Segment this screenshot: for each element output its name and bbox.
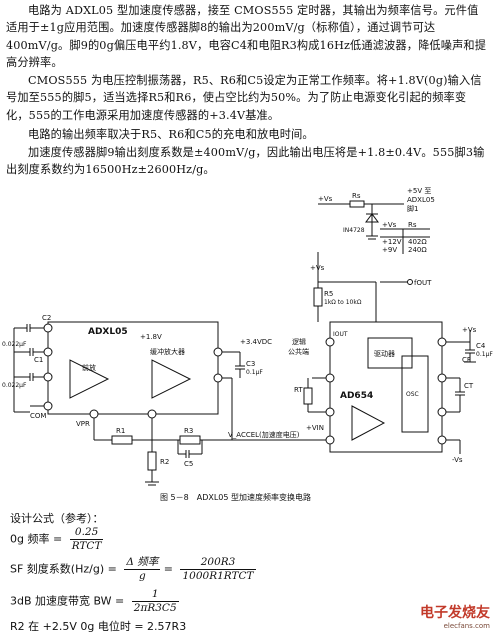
label-r5: R5 <box>324 290 333 298</box>
formula-2-num2: 200R3 <box>180 556 256 570</box>
formula-heading: 设计公式（参考）： <box>10 512 104 525</box>
paragraph-4: 加速度传感器脚9输出刻度系数是±400mV/g，因此输出电压将是+1.8±0.4… <box>6 146 485 177</box>
block-preamp: 前放 <box>82 363 96 372</box>
formula-1-den: RTCT <box>71 540 102 552</box>
circuit-diagram: +5V 至 ADXL05 脚1 +Vs Rs IN4728 +Vs Rs +12… <box>2 187 493 502</box>
formula-2: SF 刻度系数(Hz/g) = Δ 频率 g = 200R3 1000R1RTC… <box>10 556 256 583</box>
formula-2-den2: 1000R1RTCT <box>182 570 254 582</box>
label-r2: R2 <box>160 458 169 466</box>
table-row2-vs: +9V <box>382 246 397 254</box>
label-r5-range: 1kΩ to 10kΩ <box>324 299 362 306</box>
vs-note2: ADXL05 <box>407 196 435 204</box>
block-osc: OSC <box>406 391 419 398</box>
figure-caption: 图 5－8 ADXL05 型加速度频率变换电路 <box>160 492 311 502</box>
label-cf: CF <box>462 356 471 364</box>
label-rs: Rs <box>352 192 361 200</box>
label-r3: R3 <box>184 427 193 435</box>
label-c5: C5 <box>184 460 193 468</box>
watermark-logo: 电子发烧友 elecfans.com <box>420 602 490 630</box>
label-common: 公共端 <box>288 347 309 356</box>
label-rt: RT <box>294 386 303 394</box>
formula-4: R2 在 +2.5V 0g 电位时 = 2.57R3 <box>10 620 187 633</box>
label-vs-neg: -Vs <box>452 456 463 464</box>
formula-2-left: SF 刻度系数(Hz/g) = <box>10 562 117 576</box>
formula-1: 0g 频率 = 0.25 RTCT <box>10 526 104 553</box>
watermark-main: 电子发烧友 <box>420 605 490 621</box>
formula-3-fraction: 1 2πR3C5 <box>131 588 179 615</box>
table-hdr-vs: +Vs <box>382 221 397 229</box>
label-vs-right: +Vs <box>462 326 477 334</box>
formula-2-num1: Δ 频率 <box>124 556 161 570</box>
label-r1: R1 <box>116 427 125 435</box>
label-vin: +VIN <box>306 424 324 432</box>
label-vpr: VPR <box>76 420 90 428</box>
label-plus-34: +3.4VDC <box>240 338 272 346</box>
vs-note3: 脚1 <box>407 204 418 213</box>
paragraph-2: CMOS555 为电压控制振荡器，R5、R6和C5设定为正常工作频率。将+1.8… <box>6 74 482 122</box>
formula-3-left: 3dB 加速度带宽 BW = <box>10 594 125 608</box>
chip-adxl05: ADXL05 <box>88 327 128 337</box>
formula-2-eq: = <box>163 562 173 576</box>
formula-3-num: 1 <box>131 588 179 602</box>
label-c1-val: 0.022μF <box>2 341 27 348</box>
chip-ad654: AD654 <box>340 391 373 401</box>
label-c3-val: 0.1μF <box>246 369 263 376</box>
formula-2-fraction1: Δ 频率 g <box>124 556 161 583</box>
formula-3: 3dB 加速度带宽 BW = 1 2πR3C5 <box>10 588 179 615</box>
block-driver: 驱动器 <box>374 349 395 358</box>
label-c4-val: 0.1μF <box>476 351 493 358</box>
table-row1-vs: +12V <box>382 238 402 246</box>
label-c1b-val: 0.022μF <box>2 382 27 389</box>
label-zener: IN4728 <box>343 227 365 234</box>
formula-2-fraction2: 200R3 1000R1RTCT <box>180 556 256 583</box>
label-plus-18: +1.8V <box>140 333 162 341</box>
table-hdr-rs: Rs <box>408 221 417 229</box>
label-vaccel: V_ACCEL(加速度电压) <box>228 430 300 439</box>
label-c2: C2 <box>42 314 51 322</box>
formula-2-den1: g <box>138 570 146 582</box>
label-plus-vs-top: +Vs <box>318 195 333 203</box>
label-iout: IOUT <box>333 331 348 338</box>
label-c4: C4 <box>476 342 486 350</box>
table-row1-rs: 402Ω <box>408 238 427 246</box>
paragraph-1: 电路为 ADXL05 型加速度传感器，接至 CMOS555 定时器，其输出为频率… <box>6 4 487 70</box>
block-buffer: 缓冲放大器 <box>150 347 185 356</box>
formula-3-den: 2πR3C5 <box>133 602 177 614</box>
label-vs-osc: +Vs <box>310 264 325 272</box>
watermark-sub: elecfans.com <box>443 622 490 630</box>
label-fout: fOUT <box>414 279 432 287</box>
label-c3: C3 <box>246 360 255 368</box>
table-row2-rs: 240Ω <box>408 246 427 254</box>
vs-note: +5V 至 <box>407 187 431 195</box>
formula-1-num: 0.25 <box>69 526 104 540</box>
label-c1: C1 <box>34 356 43 364</box>
label-logic: 逻辑 <box>292 337 306 346</box>
label-ct: CT <box>464 382 474 390</box>
formula-1-fraction: 0.25 RTCT <box>69 526 104 553</box>
paragraph-3: 电路的输出频率取决于R5、R6和C5的充电和放电时间。 <box>28 128 314 141</box>
formula-1-left: 0g 频率 = <box>10 532 63 546</box>
label-com: COM <box>30 412 46 420</box>
